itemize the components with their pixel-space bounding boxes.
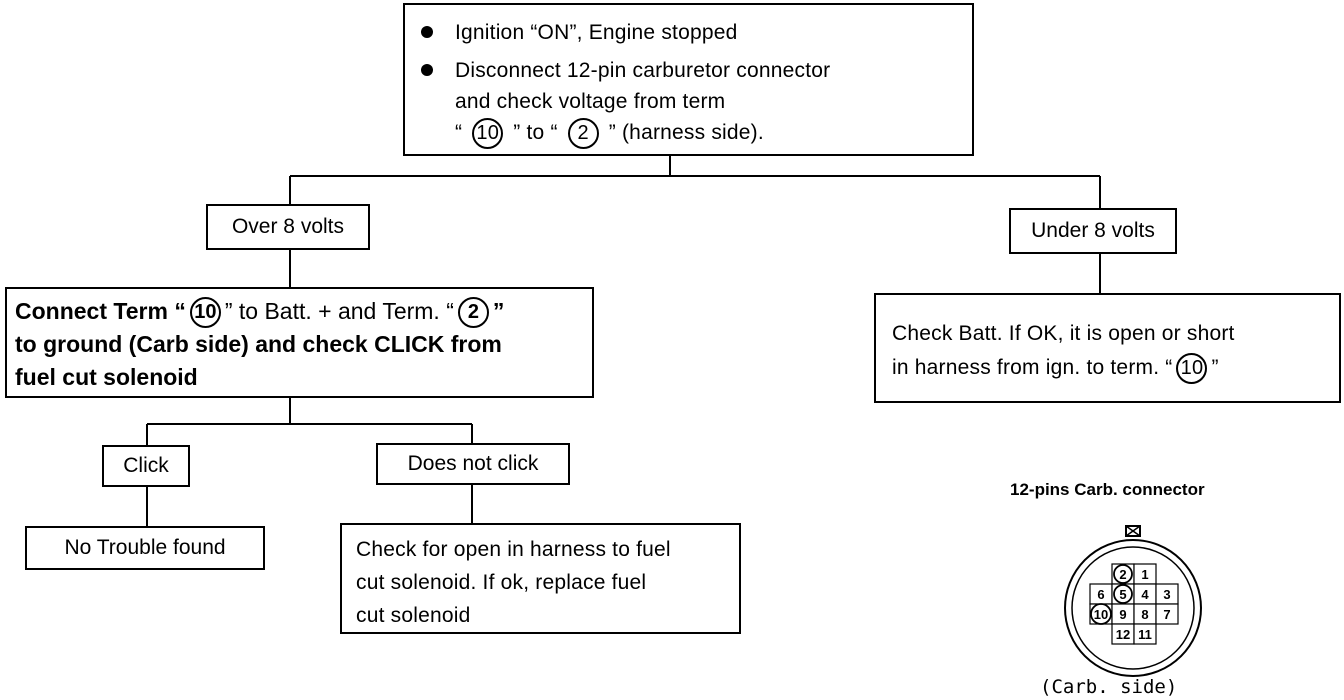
bullet-icon xyxy=(421,64,433,76)
pin-1: 1 xyxy=(1141,567,1148,582)
does-not-click-box: Does not click xyxy=(376,443,570,485)
pin-2: 2 xyxy=(1119,567,1126,582)
pin-6: 6 xyxy=(1097,587,1104,602)
term-10-circle: 10 xyxy=(472,117,504,149)
connect-term-line-3: fuel cut solenoid xyxy=(15,364,198,391)
over-8-volts-box: Over 8 volts xyxy=(206,204,370,250)
pin-10: 10 xyxy=(1094,607,1108,622)
pin-8: 8 xyxy=(1141,607,1148,622)
start-bullet-1-text: Ignition “ON”, Engine stopped xyxy=(455,21,738,44)
pin-4: 4 xyxy=(1141,587,1149,602)
pin-7: 7 xyxy=(1163,607,1170,622)
check-battery-box: Check Batt. If OK, it is open or short i… xyxy=(874,293,1341,403)
pin-5: 5 xyxy=(1119,587,1126,602)
connector-title: 12-pins Carb. connector xyxy=(1010,480,1205,499)
term-10-circle: 10 xyxy=(189,297,221,329)
pin-11: 11 xyxy=(1138,627,1152,642)
does-not-click-label: Does not click xyxy=(407,452,539,475)
connect-term-line-1: Connect Term “10” to Batt. + and Term. “… xyxy=(15,295,592,329)
bullet-icon xyxy=(421,26,433,38)
start-bullet-1: Ignition “ON”, Engine stopped xyxy=(421,17,958,48)
pin-9: 9 xyxy=(1119,607,1126,622)
term-10-circle: 10 xyxy=(1176,352,1208,384)
start-bullet-2-line-3: “ 10 ” to “ 2 ” (harness side). xyxy=(455,117,764,149)
term-2-circle: 2 xyxy=(567,117,599,149)
check-open-line-2: cut solenoid. If ok, replace fuel xyxy=(356,571,647,594)
check-battery-line-2: in harness from ign. to term. “10” xyxy=(892,351,1339,385)
check-open-harness-box: Check for open in harness to fuel cut so… xyxy=(340,523,741,634)
pin-12: 12 xyxy=(1116,627,1130,642)
click-box: Click xyxy=(102,445,190,487)
start-bullet-2-line-2: and check voltage from term xyxy=(455,90,726,113)
no-trouble-found-label: No Trouble found xyxy=(64,536,226,559)
connect-term-line-2: to ground (Carb side) and check CLICK fr… xyxy=(15,331,502,358)
over-8-volts-label: Over 8 volts xyxy=(231,215,345,238)
connect-term-box: Connect Term “10” to Batt. + and Term. “… xyxy=(5,287,594,398)
pin-3: 3 xyxy=(1163,587,1170,602)
check-open-line-3: cut solenoid xyxy=(356,604,471,627)
start-bullet-2: Disconnect 12-pin carburetor connector a… xyxy=(421,55,958,149)
connector-diagram: 2 1 6 5 4 3 10 9 8 7 12 11 xyxy=(1064,525,1202,677)
connector-side-caption: (Carb. side) xyxy=(1040,676,1178,698)
check-open-line-1: Check for open in harness to fuel xyxy=(356,538,671,561)
check-battery-line-1: Check Batt. If OK, it is open or short xyxy=(892,322,1235,345)
start-bullet-2-line-1: Disconnect 12-pin carburetor connector xyxy=(455,59,831,82)
click-label: Click xyxy=(123,454,169,477)
no-trouble-found-box: No Trouble found xyxy=(25,526,265,570)
under-8-volts-box: Under 8 volts xyxy=(1009,208,1177,254)
start-box: Ignition “ON”, Engine stopped Disconnect… xyxy=(403,3,974,156)
under-8-volts-label: Under 8 volts xyxy=(1031,219,1155,242)
term-2-circle: 2 xyxy=(457,297,489,329)
